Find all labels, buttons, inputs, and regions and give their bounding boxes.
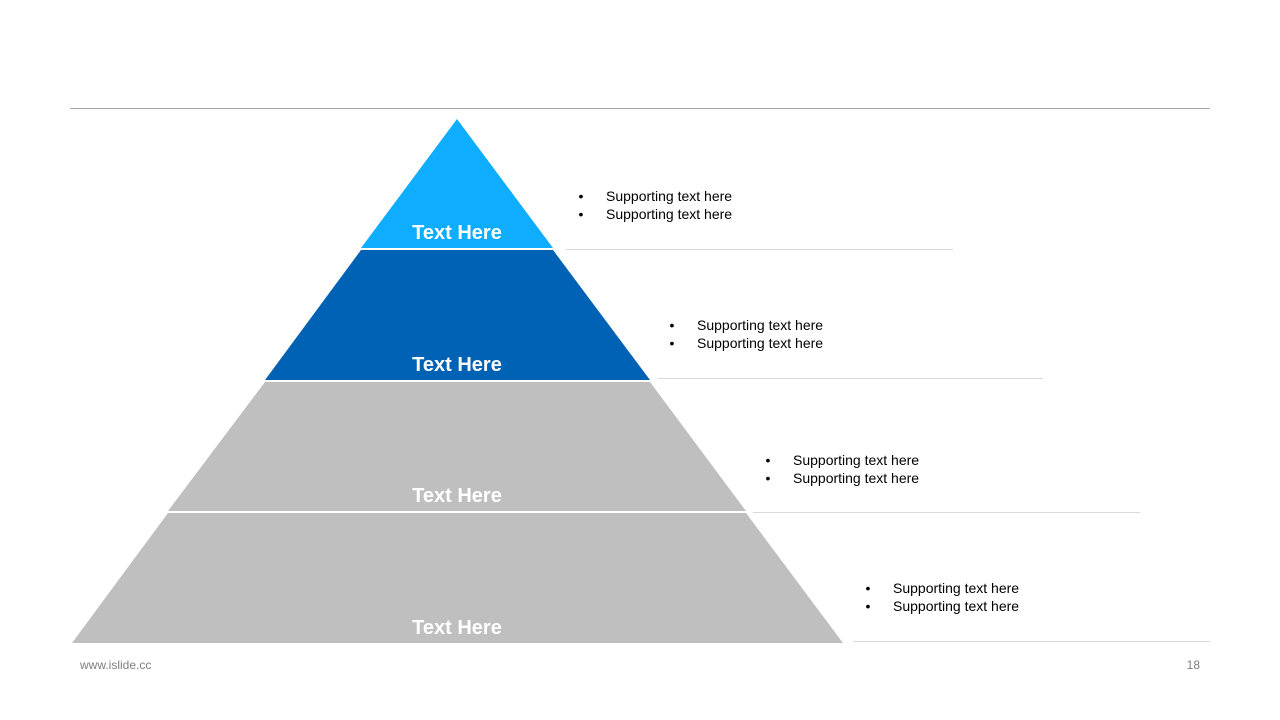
pyramid-level-3-label: Text Here	[412, 485, 502, 507]
bullet: •	[578, 206, 584, 222]
supporting-text: Supporting text here	[793, 452, 920, 468]
pyramid-level-4-label: Text Here	[412, 617, 502, 639]
supporting-text: Supporting text here	[697, 335, 824, 351]
supporting-text: Supporting text here	[893, 598, 1020, 614]
bullet: •	[669, 317, 675, 333]
pyramid-level-1-label: Text Here	[412, 222, 502, 244]
supporting-text: Supporting text here	[606, 206, 733, 222]
pyramid-level-2-shape	[265, 250, 650, 380]
level-1-supporting-text: • Supporting text here • Supporting text…	[576, 187, 733, 223]
list-item: • Supporting text here	[763, 451, 920, 469]
supporting-text: Supporting text here	[697, 317, 824, 333]
list-item: • Supporting text here	[863, 579, 1020, 597]
supporting-text: Supporting text here	[893, 580, 1020, 596]
list-item: • Supporting text here	[763, 469, 920, 487]
pyramid-level-4-shape	[72, 513, 843, 643]
level-2-divider	[658, 378, 1043, 379]
bullet: •	[669, 335, 675, 351]
page-number: 18	[1186, 658, 1200, 672]
pyramid-level-2-label: Text Here	[412, 354, 502, 376]
level-2-supporting-text: • Supporting text here • Supporting text…	[667, 316, 824, 352]
pyramid-level-3-shape	[168, 382, 746, 511]
list-item: • Supporting text here	[576, 205, 733, 223]
level-4-supporting-text: • Supporting text here • Supporting text…	[863, 579, 1020, 615]
list-item: • Supporting text here	[667, 316, 824, 334]
level-1-divider	[566, 249, 953, 250]
list-item: • Supporting text here	[863, 597, 1020, 615]
bullet: •	[765, 470, 771, 486]
supporting-text: Supporting text here	[793, 470, 920, 486]
list-item: • Supporting text here	[667, 334, 824, 352]
bullet: •	[578, 188, 584, 204]
footer-url: www.islide.cc	[80, 658, 152, 672]
level-3-divider	[753, 512, 1140, 513]
bullet: •	[765, 452, 771, 468]
list-item: • Supporting text here	[576, 187, 733, 205]
pyramid-level-1-shape	[361, 119, 553, 248]
level-3-supporting-text: • Supporting text here • Supporting text…	[763, 451, 920, 487]
bullet: •	[865, 598, 871, 614]
bullet: •	[865, 580, 871, 596]
supporting-text: Supporting text here	[606, 188, 733, 204]
level-4-divider	[853, 641, 1210, 642]
top-rule	[70, 108, 1210, 109]
